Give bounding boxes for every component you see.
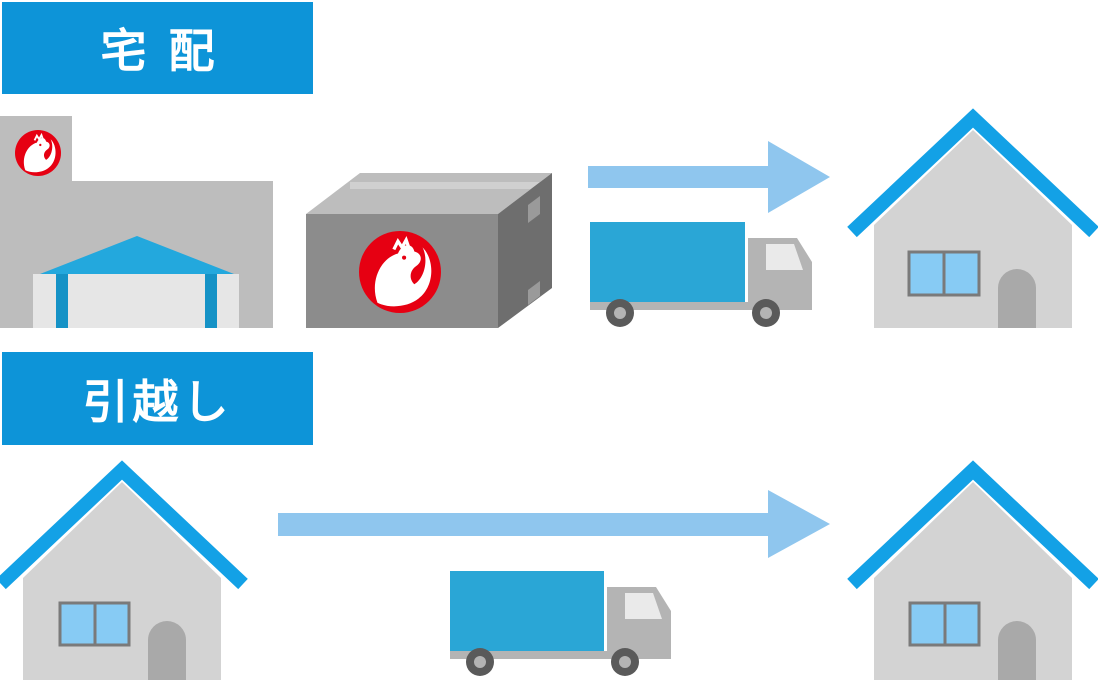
house-icon bbox=[847, 460, 1098, 680]
house-icon bbox=[0, 460, 248, 680]
right-arrow-icon bbox=[278, 490, 830, 558]
rooster-logo bbox=[15, 130, 61, 176]
rooster-logo bbox=[359, 231, 441, 313]
delivery-section-banner: 宅配 bbox=[2, 2, 313, 94]
warehouse-icon bbox=[0, 116, 273, 328]
delivery-section-label: 宅配 bbox=[100, 24, 237, 78]
right-arrow-icon bbox=[588, 141, 830, 213]
cardboard-box-icon bbox=[306, 173, 552, 328]
house-icon bbox=[847, 108, 1098, 328]
delivery-truck-icon bbox=[450, 571, 671, 676]
delivery-truck-icon bbox=[590, 222, 812, 327]
moving-section-banner: 引越し bbox=[2, 352, 313, 445]
moving-section-label: 引越し bbox=[82, 374, 233, 429]
